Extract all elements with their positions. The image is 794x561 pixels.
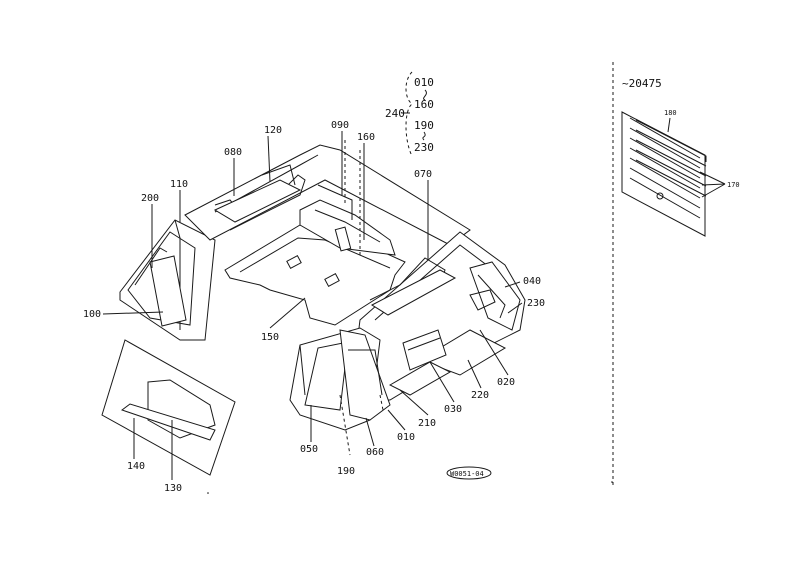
callout-230-top: 230 bbox=[414, 141, 434, 154]
callout-070: 070 bbox=[414, 169, 432, 180]
callout-010: 010 bbox=[397, 432, 415, 443]
drawing-stamp: W0051-04 bbox=[446, 466, 492, 480]
callout-050: 050 bbox=[300, 444, 318, 455]
inset-callout-180: 180 bbox=[664, 109, 677, 117]
callout-190: 190 bbox=[337, 466, 355, 477]
callout-140: 140 bbox=[127, 461, 145, 472]
leader-lines bbox=[102, 71, 523, 480]
callout-200: 200 bbox=[141, 193, 159, 204]
callout-150: 150 bbox=[261, 332, 279, 343]
inset-callout-170: 170 bbox=[727, 181, 740, 189]
callout-040: 040 bbox=[523, 276, 541, 287]
callout-130: 130 bbox=[164, 483, 182, 494]
callout-030: 030 bbox=[444, 404, 462, 415]
callout-230: 230 bbox=[527, 298, 545, 309]
inset-title: ~20475 bbox=[622, 77, 662, 90]
callout-220: 220 bbox=[471, 390, 489, 401]
callout-020: 020 bbox=[497, 377, 515, 388]
callout-240: 240 bbox=[385, 107, 405, 120]
callout-100: 100 bbox=[83, 309, 101, 320]
inset-panel: ~20475 180 170 bbox=[621, 77, 740, 237]
main-assembly bbox=[119, 140, 526, 456]
callout-labels: 010 160 190 230 240 120 090 160 080 110 … bbox=[83, 76, 545, 494]
callout-120: 120 bbox=[264, 125, 282, 136]
callout-190-top: 190 bbox=[414, 119, 434, 132]
callout-080: 080 bbox=[224, 147, 242, 158]
callout-090: 090 bbox=[331, 120, 349, 131]
callout-010-top: 010 bbox=[414, 76, 434, 89]
loose-panel bbox=[101, 339, 236, 476]
callout-110: 110 bbox=[170, 179, 188, 190]
callout-210: 210 bbox=[418, 418, 436, 429]
stamp-text: W0051-04 bbox=[450, 470, 484, 478]
callout-160: 160 bbox=[357, 132, 375, 143]
callout-160-top: 160 bbox=[414, 98, 434, 111]
callout-060: 060 bbox=[366, 447, 384, 458]
